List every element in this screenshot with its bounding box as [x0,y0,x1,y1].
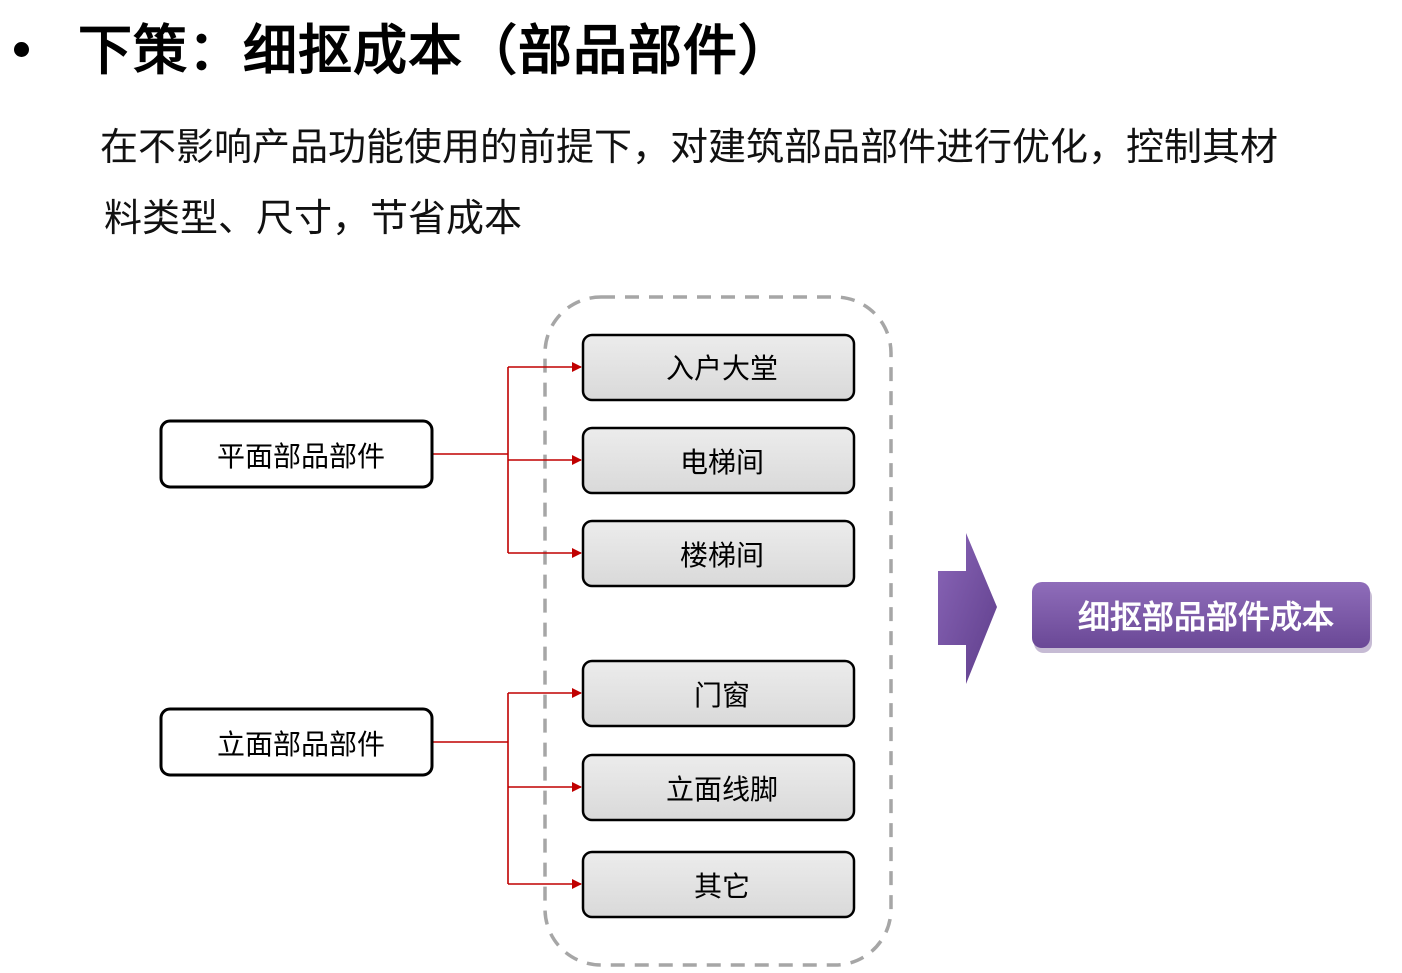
items-group-frame [543,295,893,967]
item-label-doors-windows: 门窗 [694,679,750,712]
item-box-others: 其它 [581,850,856,919]
source-box-planar: 平面部品部件 [159,419,434,489]
item-box-facade-moulding: 立面线脚 [581,753,856,822]
item-box-elevator-hall: 电梯间 [581,426,856,495]
source-label-facade: 立面部品部件 [217,728,385,761]
item-label-facade-moulding: 立面线脚 [666,773,778,806]
item-label-stairwell: 楼梯间 [680,539,764,572]
source-box-facade: 立面部品部件 [159,707,434,777]
result-label: 细抠部品部件成本 [1078,598,1334,636]
source-label-planar: 平面部品部件 [217,440,385,473]
bullet-dot [14,42,29,57]
result-box: 细抠部品部件成本 [1032,582,1372,653]
description-line-1: 在不影响产品功能使用的前提下，对建筑部品部件进行优化，控制其材 [100,125,1279,169]
description: 在不影响产品功能使用的前提下，对建筑部品部件进行优化，控制其材 料类型、尺寸，节… [100,112,1370,254]
item-label-lobby: 入户大堂 [666,352,778,385]
connector-group-1 [433,362,582,558]
page-title: 下策：细抠成本（部品部件） [78,19,793,82]
item-label-elevator-hall: 电梯间 [680,446,764,479]
item-box-lobby: 入户大堂 [581,333,856,402]
connector-group-2 [433,688,582,889]
item-box-doors-windows: 门窗 [581,659,856,728]
right-arrow-icon [938,533,997,684]
description-line-2: 料类型、尺寸，节省成本 [104,196,523,240]
item-label-others: 其它 [694,870,750,903]
item-box-stairwell: 楼梯间 [581,519,856,588]
